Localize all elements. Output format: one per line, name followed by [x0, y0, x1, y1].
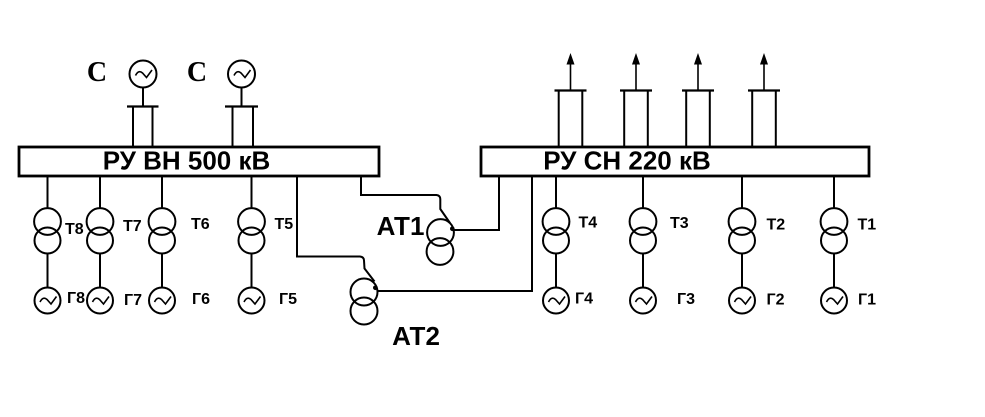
- svg-text:Г7: Г7: [124, 292, 142, 309]
- svg-text:Т5: Т5: [275, 216, 294, 233]
- svg-text:Т3: Т3: [670, 215, 689, 232]
- svg-text:Г1: Г1: [858, 292, 876, 309]
- svg-text:Т6: Т6: [191, 216, 210, 233]
- svg-text:Г3: Г3: [677, 291, 695, 308]
- svg-text:РУ СН 220 кВ: РУ СН 220 кВ: [543, 146, 711, 176]
- svg-text:Т4: Т4: [579, 215, 598, 232]
- svg-text:АТ1: АТ1: [377, 211, 425, 241]
- svg-text:С: С: [187, 57, 207, 88]
- svg-text:Т8: Т8: [65, 221, 84, 238]
- svg-text:Т2: Т2: [767, 217, 786, 234]
- svg-text:Г4: Г4: [575, 291, 593, 308]
- svg-text:Г6: Г6: [192, 291, 210, 308]
- svg-text:Г5: Г5: [279, 291, 297, 308]
- svg-text:Т1: Т1: [858, 217, 877, 234]
- svg-text:Г2: Г2: [767, 292, 785, 309]
- svg-text:С: С: [87, 57, 107, 88]
- svg-text:АТ2: АТ2: [392, 321, 440, 351]
- svg-text:Т7: Т7: [123, 218, 142, 235]
- svg-text:РУ ВН 500 кВ: РУ ВН 500 кВ: [103, 146, 271, 176]
- svg-text:Г8: Г8: [67, 290, 85, 307]
